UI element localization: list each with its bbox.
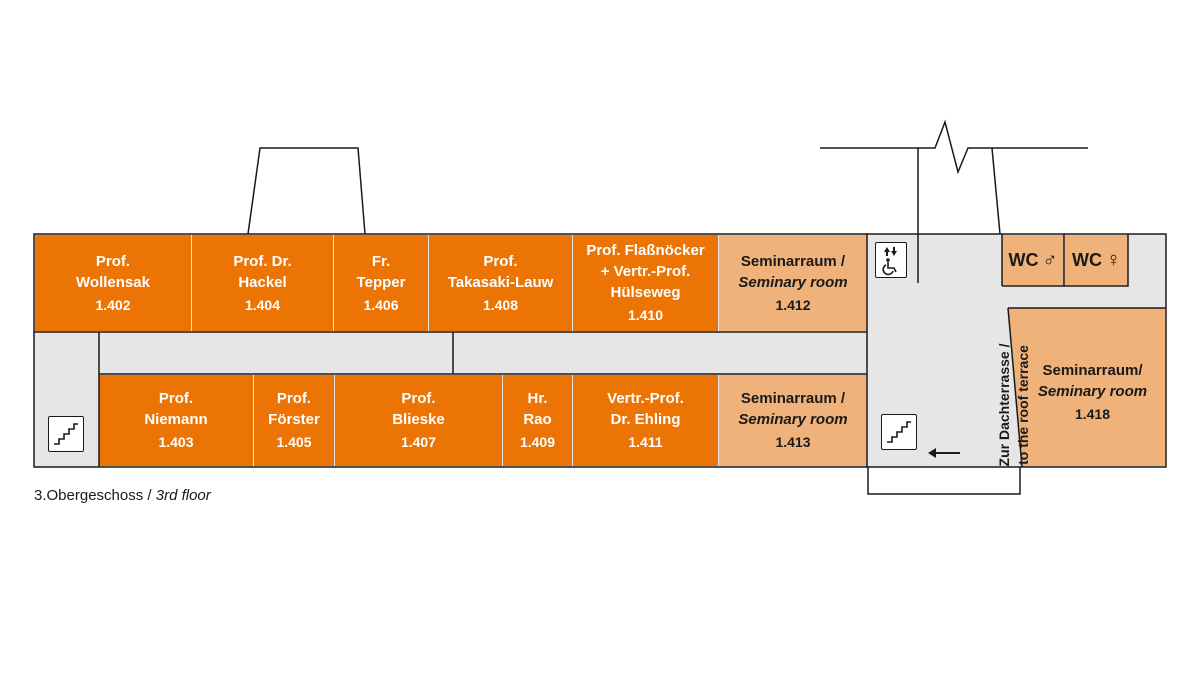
seminar-title-en: Seminary room xyxy=(738,273,848,291)
room-name: Blieske xyxy=(392,411,445,428)
room-1413: Seminarraum / Seminary room 1.413 xyxy=(719,375,867,466)
wc-men-label: WC xyxy=(1008,249,1039,270)
room-1406: Fr. Tepper 1.406 xyxy=(334,235,428,331)
room-1404: Prof. Dr. Hackel 1.404 xyxy=(192,235,333,331)
room-name: Förster xyxy=(268,411,320,428)
room-number: 1.407 xyxy=(400,434,437,450)
room-name: Dr. Ehling xyxy=(610,411,681,428)
room-number: 1.408 xyxy=(482,296,519,313)
room-title: Hr. xyxy=(527,390,548,407)
room-title: Prof. Flaßnöcker xyxy=(586,242,705,259)
room-name: Hackel xyxy=(238,273,287,291)
room-number: 1.409 xyxy=(519,434,556,450)
room-number: 1.418 xyxy=(1074,406,1111,422)
room-name-extra: Hülseweg xyxy=(610,284,681,301)
seminar-title-en: Seminary room xyxy=(738,411,848,428)
wc-women-label: WC xyxy=(1072,249,1102,270)
room-1403: Prof. Niemann 1.403 xyxy=(99,375,253,466)
room-1410: Prof. Flaßnöcker + Vertr.-Prof. Hülseweg… xyxy=(573,235,718,331)
room-number: 1.412 xyxy=(775,296,811,313)
male-icon: ♂ xyxy=(1042,248,1058,271)
room-1402: Prof. Wollensak 1.402 xyxy=(35,235,191,331)
wc-men: WC ♂ xyxy=(1002,235,1064,285)
terrace-en: to the roof terrace xyxy=(1015,345,1031,465)
room-title: Vertr.-Prof. xyxy=(607,390,684,407)
seminar-title: Seminarraum / xyxy=(740,390,846,407)
room-title: Fr. xyxy=(371,252,391,270)
room-title: Prof. xyxy=(483,252,518,270)
stairs-icon xyxy=(48,416,84,452)
floor-label-en: 3rd floor xyxy=(155,487,211,504)
room-number: 1.404 xyxy=(244,296,281,313)
room-number: 1.411 xyxy=(628,434,663,450)
room-1409: Hr. Rao 1.409 xyxy=(503,375,572,466)
floor-label-de: 3.Obergeschoss / xyxy=(34,487,156,504)
room-1407: Prof. Blieske 1.407 xyxy=(335,375,502,466)
room-name: Niemann xyxy=(144,411,208,428)
wc-women: WC ♀ xyxy=(1065,235,1128,285)
room-1418: Seminarraum/ Seminary room 1.418 xyxy=(1025,350,1160,435)
roof-terrace-label: Zur Dachterrasse / to the roof terrace xyxy=(995,305,1035,505)
room-name: Rao xyxy=(523,411,552,428)
floor-label: 3.Obergeschoss / 3rd floor xyxy=(34,487,211,504)
room-name: Takasaki-Lauw xyxy=(447,273,554,291)
female-icon: ♀ xyxy=(1106,248,1121,271)
room-1408: Prof. Takasaki-Lauw 1.408 xyxy=(429,235,572,331)
room-name: Tepper xyxy=(356,273,406,291)
room-number: 1.410 xyxy=(627,307,664,323)
room-number: 1.413 xyxy=(775,434,811,450)
room-1412: Seminarraum / Seminary room 1.412 xyxy=(719,235,867,331)
room-1411: Vertr.-Prof. Dr. Ehling 1.411 xyxy=(573,375,718,466)
seminar-title-en: Seminary room xyxy=(1037,383,1148,400)
elevator-accessible-icon xyxy=(875,242,907,278)
seminar-title: Seminarraum/ xyxy=(1042,362,1143,379)
room-number: 1.403 xyxy=(158,434,194,450)
terrace-de: Zur Dachterrasse / xyxy=(996,343,1012,467)
room-number: 1.402 xyxy=(95,296,131,313)
room-number: 1.405 xyxy=(276,434,312,450)
room-name: + Vertr.-Prof. xyxy=(600,263,691,280)
room-title: Prof. xyxy=(401,390,436,407)
room-number: 1.406 xyxy=(363,296,399,313)
seminar-title: Seminarraum / xyxy=(740,252,846,270)
room-title: Prof. Dr. xyxy=(233,252,292,270)
room-name: Wollensak xyxy=(76,273,150,291)
stairs-icon xyxy=(881,414,917,450)
room-title: Prof. xyxy=(276,390,312,407)
room-title: Prof. xyxy=(95,252,131,270)
room-title: Prof. xyxy=(158,390,194,407)
room-1405: Prof. Förster 1.405 xyxy=(254,375,334,466)
